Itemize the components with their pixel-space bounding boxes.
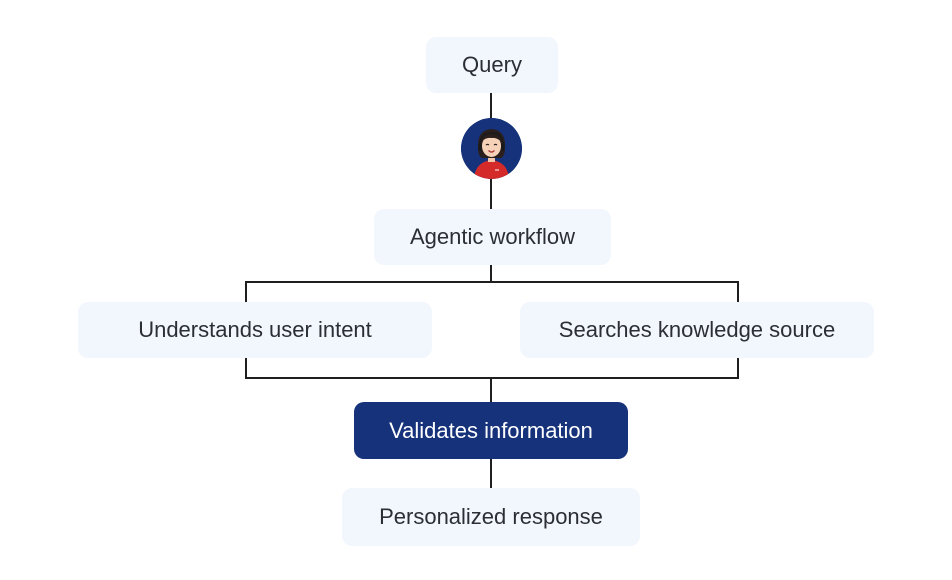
agent-avatar-icon [461, 118, 522, 179]
connector-branch-top [245, 281, 739, 302]
node-searches-knowledge-source: Searches knowledge source [520, 302, 874, 358]
node-understands-user-intent: Understands user intent [78, 302, 432, 358]
node-agentic-workflow: Agentic workflow [374, 209, 611, 265]
node-personalized-response: Personalized response [342, 488, 640, 546]
node-query: Query [426, 37, 558, 93]
node-validates-information: Validates information [354, 402, 628, 459]
connector-branch-bottom [245, 358, 739, 379]
